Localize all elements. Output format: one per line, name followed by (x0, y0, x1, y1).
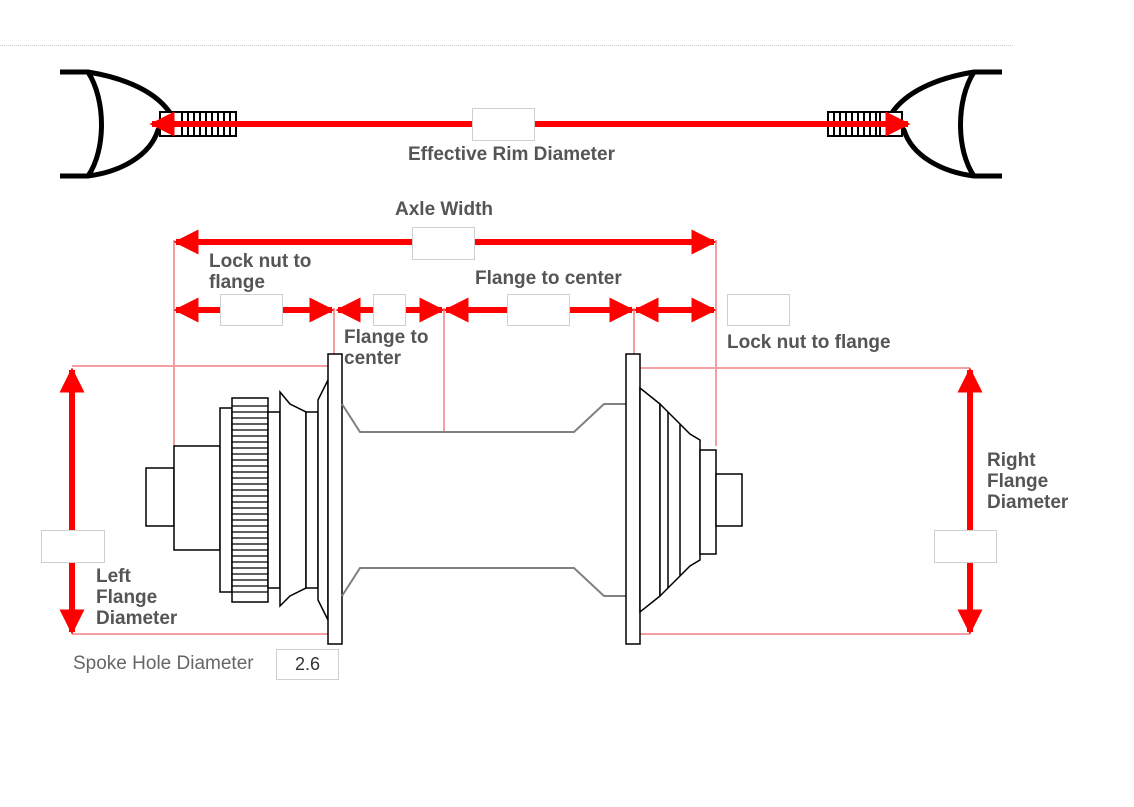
right-flange-diameter-label-line1: Right (987, 450, 1036, 471)
flange-to-center-left-input[interactable] (373, 294, 406, 326)
flange-to-center-right-label: Flange to center (475, 268, 622, 289)
lock-nut-to-flange-left-label-line2: flange (209, 272, 265, 293)
effective-rim-diameter-label: Effective Rim Diameter (408, 144, 615, 165)
hub-right-side-icon (625, 353, 743, 645)
flange-to-center-right-input[interactable] (507, 294, 570, 326)
spoke-hole-diameter-label: Spoke Hole Diameter (73, 653, 254, 674)
right-flange-diameter-label-line2: Flange (987, 471, 1049, 492)
left-flange-diameter-label-line2: Flange (96, 587, 158, 608)
spoke-hole-diameter-input[interactable] (276, 649, 339, 680)
axle-width-label: Axle Width (395, 199, 493, 220)
left-flange-diameter-input[interactable] (41, 530, 105, 563)
lock-nut-to-flange-left-input[interactable] (220, 294, 283, 326)
axle-width-input[interactable] (412, 227, 475, 260)
top-divider (0, 45, 1013, 46)
flange-to-center-left-label-line1: Flange to (344, 327, 429, 348)
right-flange-diameter-label-line3: Diameter (987, 492, 1069, 513)
hub-body-icon (145, 353, 343, 645)
flange-to-center-left-label-line2: center (344, 348, 402, 369)
effective-rim-diameter-input[interactable] (472, 108, 535, 141)
lock-nut-to-flange-right-input[interactable] (727, 294, 790, 326)
right-flange-diameter-input[interactable] (934, 530, 997, 563)
hub-shell-icon (341, 403, 626, 597)
lock-nut-to-flange-left-label-line1: Lock nut to (209, 251, 312, 272)
left-flange-diameter-label-line1: Left (96, 566, 131, 587)
lock-nut-to-flange-right-label: Lock nut to flange (727, 332, 891, 353)
left-flange-diameter-label-line3: Diameter (96, 608, 178, 629)
